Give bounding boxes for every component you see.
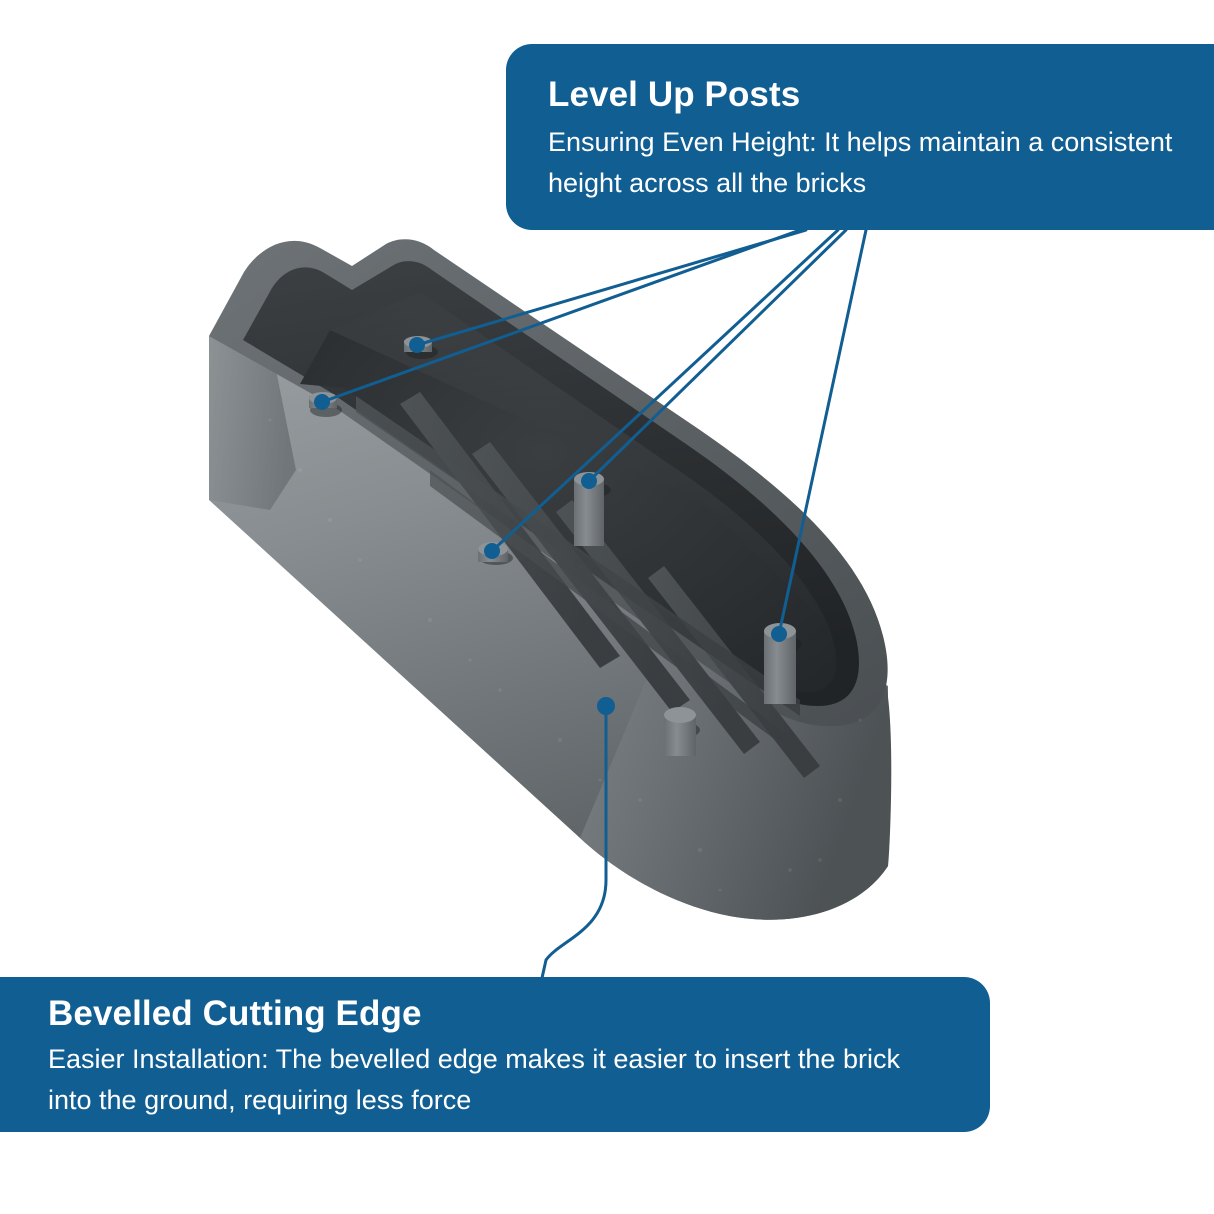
level-up-post-5 [764,623,796,704]
level-up-post-4 [574,472,604,546]
level-up-post-6 [664,707,696,756]
callout-level-up-posts-body: Ensuring Even Height: It helps maintain … [548,127,1173,198]
callout-bevelled-cutting-edge-title: Bevelled Cutting Edge [48,994,422,1033]
level-up-post-1 [309,392,337,408]
callout-bevelled-cutting-edge-body: Easier Installation: The bevelled edge m… [48,1044,900,1115]
brick-body [209,239,892,920]
callout-level-up-posts-title: Level Up Posts [548,75,801,114]
level-up-post-3 [478,542,508,562]
callout-bevelled-cutting-edge: Bevelled Cutting Edge Easier Installatio… [0,977,990,1132]
level-up-post-2 [404,336,432,352]
callout-level-up-posts: Level Up Posts Ensuring Even Height: It … [506,44,1214,230]
